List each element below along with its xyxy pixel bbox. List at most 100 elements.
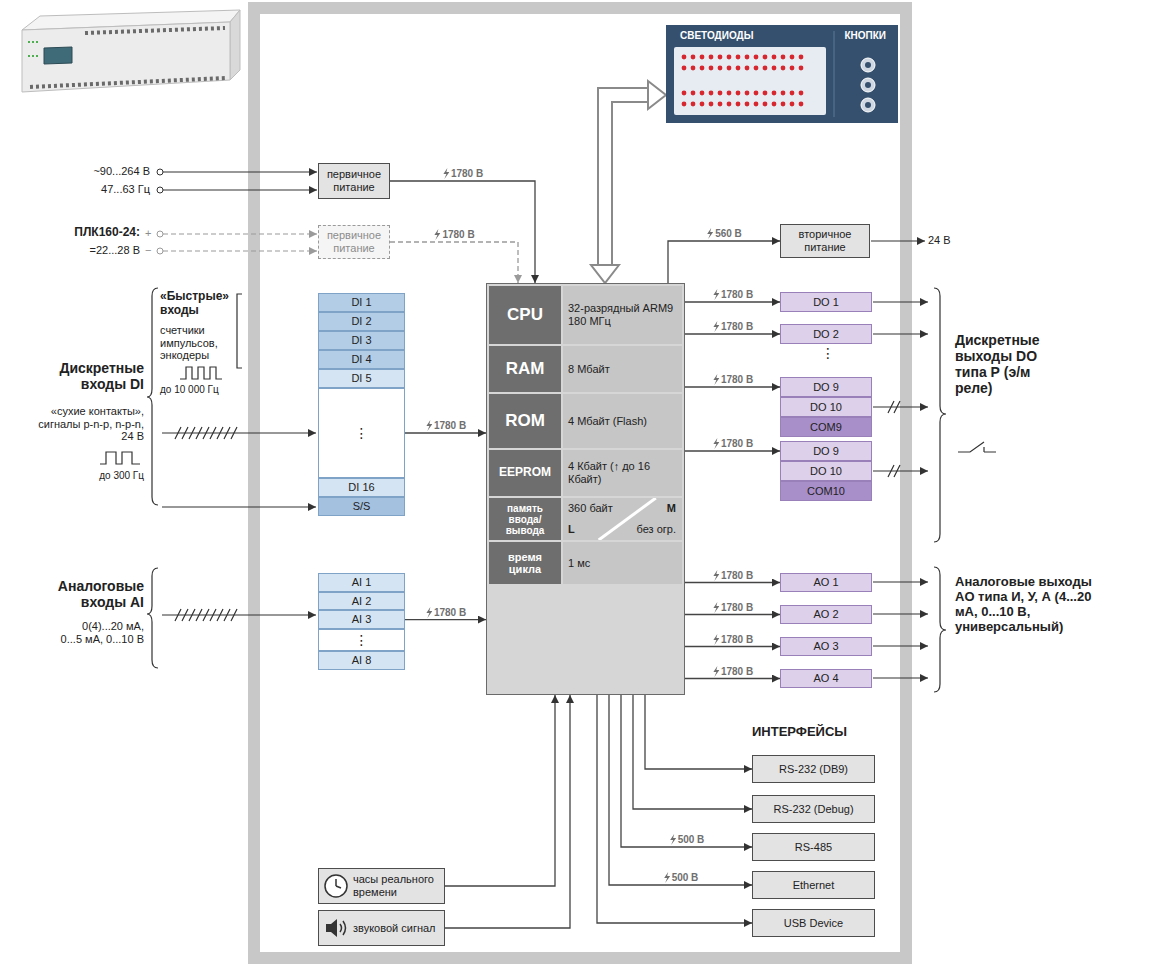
edge-label: 500 В [672,872,699,883]
cpu-label-cell: время цикла [489,542,561,584]
connector-line [685,301,780,302]
isolation-label: 1780 В [710,374,755,385]
connector-line [633,695,752,809]
ellipsis-mark: ⋮ [821,345,835,361]
output-cell: DO 1 [780,292,872,312]
connector [390,181,535,283]
led-dot [709,55,714,60]
cpu-value-cell: 4 Кбайт (↑ до 16 Кбайт) [563,450,682,496]
group-note: 0(4)...20 мА, 0...5 мА, 0...10 В [58,620,144,645]
connector [685,646,780,647]
output-cell: AO 3 [780,637,872,656]
input-cell: ⋮ [318,629,405,651]
connector-line [685,450,780,451]
group-heading: Аналоговые входы AI [56,578,144,610]
connector [685,582,780,583]
lightning-icon [712,634,719,645]
output-cell: DO 10 [780,461,872,481]
isolation-label: 500 В [667,834,707,845]
indicator-panel: СВЕТОДИОДЫ КНОПКИ [666,25,898,123]
box-text: КНОПКИ [844,30,886,42]
speaker-icon [323,915,349,941]
connector-line [609,695,752,885]
connector [445,695,555,886]
box-text: COM10 [807,485,845,498]
power-wires [157,169,925,254]
input-cell: DI 3 [318,331,405,350]
cpu-label: память ввода/ вывода [492,503,558,536]
cpu-row: память ввода/ вывода360 байтMLбез огр. [489,498,682,540]
group-heading: Дискретные входы DI [56,360,144,392]
isolation-label: 1780 В [431,229,476,240]
box-text: DI 1 [351,296,371,309]
connector-line [390,242,518,283]
plc-illustration [22,10,240,92]
output-cell: COM9 [780,417,872,437]
led-dot [682,91,687,96]
box-text: Ethernet [793,879,835,892]
led-dot [799,66,804,71]
connector-line [597,695,752,923]
cpu-row: RAM8 Мбайт [489,346,682,392]
led-dot [736,91,741,96]
group-heading: Дискретные выходы DO типа Р (э/м реле) [955,332,1067,396]
box-text: DI 3 [351,334,371,347]
input-cell: AI 1 [318,573,405,592]
box-text: AI 8 [352,654,372,667]
isolation-label: 500 В [661,872,701,883]
cpu-value-cell: 1 мс [563,542,682,584]
power-supply-box: вторичное питание [780,224,870,258]
box-text: ⋮ [355,425,369,441]
led-dot [691,102,696,107]
edge-label: 1780 В [721,438,753,449]
connector [685,302,780,303]
box-text: S/S [353,500,371,513]
interface-box: RS-232 (DB9) [752,755,875,783]
input-cell: DI 5 [318,369,405,388]
connector-line [685,614,780,615]
led-field [674,47,826,115]
connector-line [645,695,752,769]
interface-box: USB Device [752,909,875,937]
lightning-icon [712,666,719,677]
group-heading: Аналоговые выходы AO типа И, У, А (4...2… [955,575,1105,635]
connector-line [685,646,780,647]
led-dot [691,55,696,60]
lightning-icon [425,607,432,618]
connector [668,241,780,283]
led-dot [736,102,741,107]
cpu-value: 4 Мбайт (Flash) [568,415,647,428]
bus-arrow [605,95,648,265]
led-dot [700,102,705,107]
cpu-value: 4 Кбайт (↑ до 16 Кбайт) [568,460,677,485]
isolation-label: 1780 В [710,666,755,677]
group-note: «сухие контакты», сигналы p-n-p, n-p-n, … [28,405,144,443]
edge-label: 560 В [715,228,742,239]
connector-line [621,695,752,847]
led-dot [790,55,795,60]
edge-label: 1780 В [721,634,753,645]
led-dot [718,102,723,107]
housing-frame [254,8,906,958]
cpu-row: ROM4 Мбайт (Flash) [489,394,682,448]
lightning-icon [712,570,719,581]
led-dot [727,102,732,107]
button-symbol [861,58,875,72]
box-text: СВЕТОДИОДЫ [680,30,754,42]
box-text: первичное питание [323,229,385,254]
connector-line [445,695,555,886]
box-text: часы реального времени [353,873,440,898]
box-text: USB Device [784,917,843,930]
led-dot [700,55,705,60]
led-dot [691,91,696,96]
isolation-label: 1780 В [710,570,755,581]
led-dot [790,66,795,71]
led-dot [718,66,723,71]
lightning-icon [442,168,449,179]
connector-line [668,241,780,283]
lightning-icon [669,834,676,845]
led-dot [754,91,759,96]
input-cell: AI 8 [318,651,405,670]
input-buses [162,427,316,621]
connector [685,614,780,615]
